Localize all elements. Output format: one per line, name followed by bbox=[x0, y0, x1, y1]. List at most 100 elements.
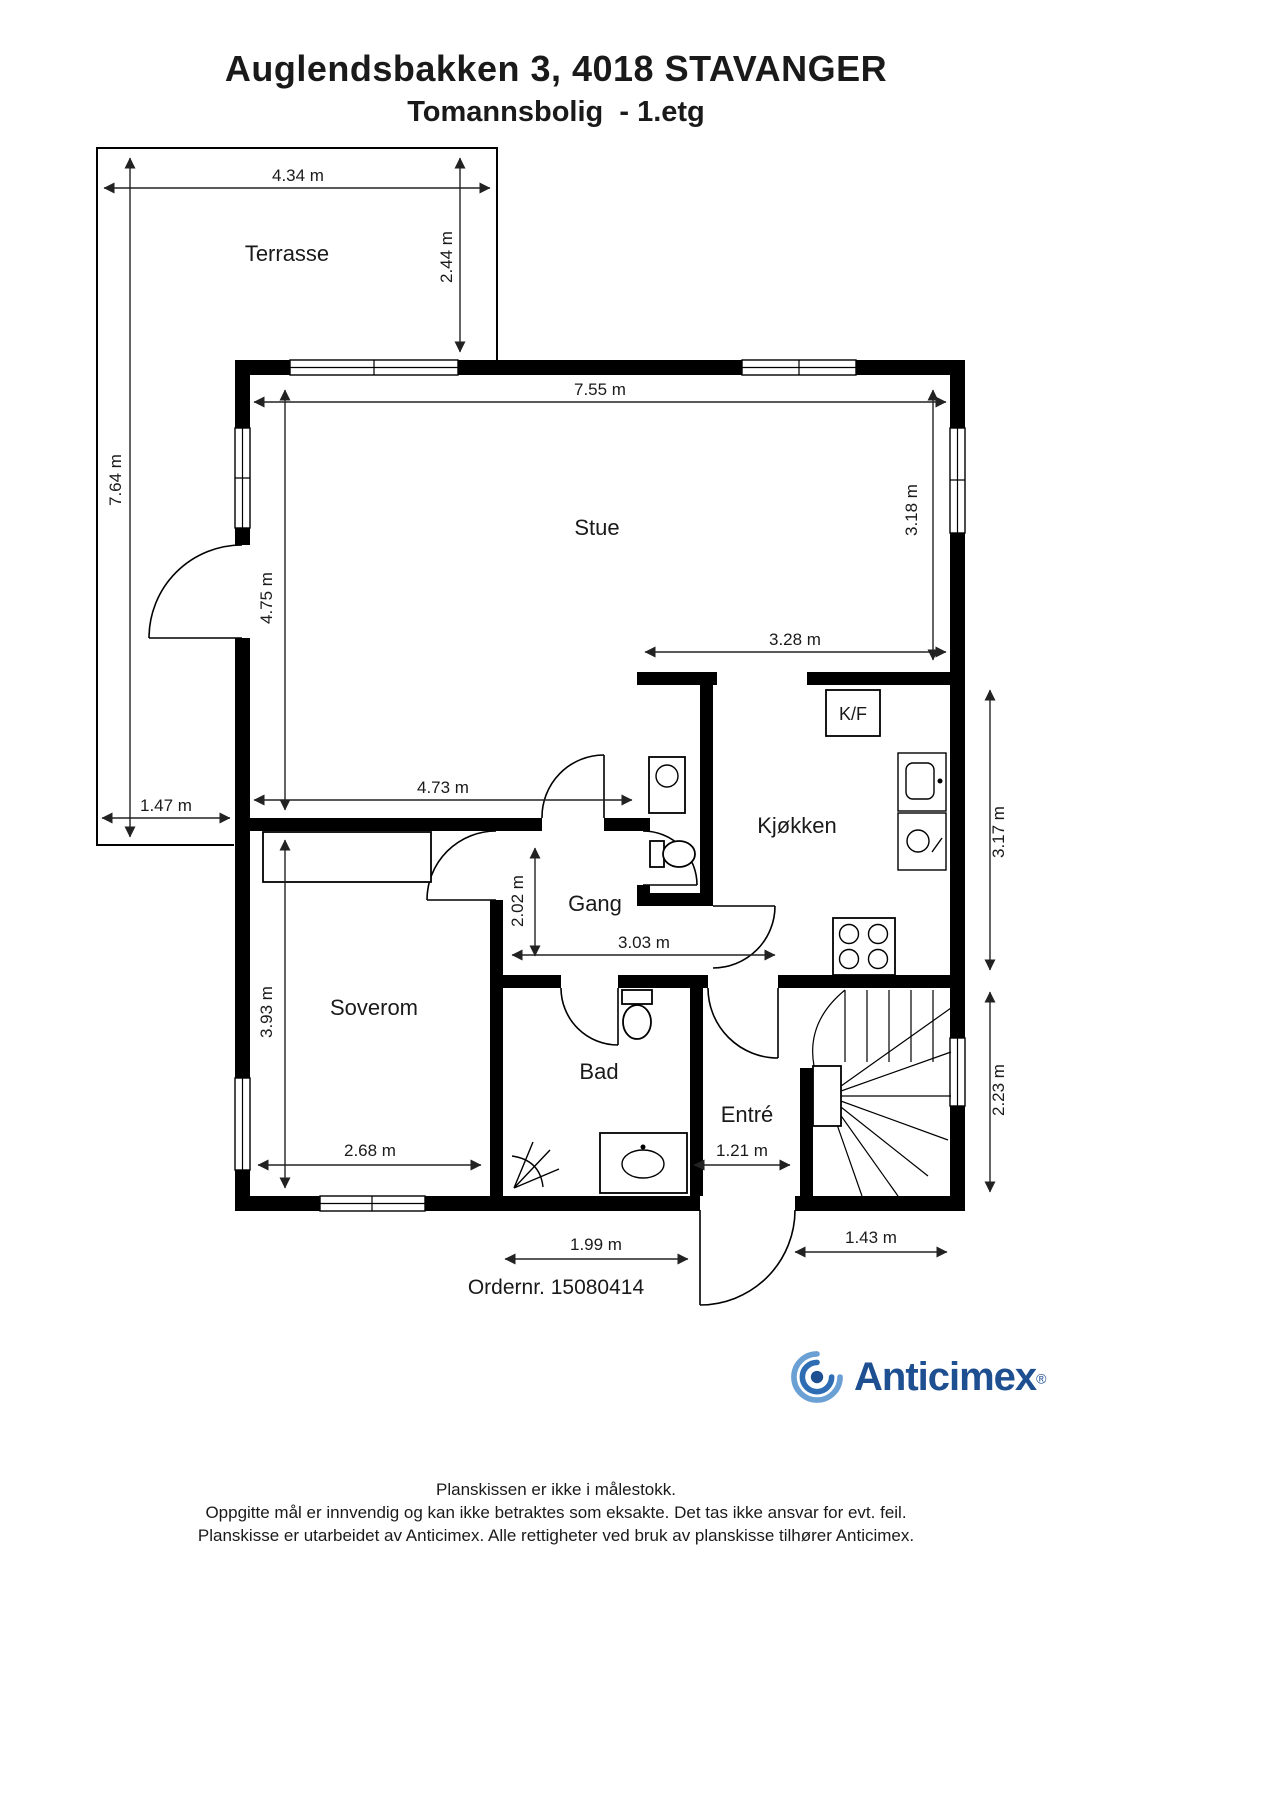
window-stue-top-right bbox=[741, 359, 857, 376]
stair-inner-curve bbox=[812, 989, 846, 1067]
unit-handle bbox=[931, 837, 943, 853]
window-glass-line bbox=[290, 360, 458, 375]
room-label-stue: Stue bbox=[574, 515, 619, 540]
page-title: Auglendsbakken 3, 4018 STAVANGER bbox=[224, 48, 888, 89]
soverom-door bbox=[426, 830, 497, 901]
dim-soverom-width: 2.68 m bbox=[344, 1141, 396, 1160]
stove-burner bbox=[867, 948, 889, 970]
window-soverom-bottom bbox=[319, 1195, 426, 1212]
fridge-freezer: K/F bbox=[825, 689, 881, 737]
dim-entre-width: 1.21 m bbox=[716, 1141, 768, 1160]
vanity-basin bbox=[621, 1149, 665, 1179]
window-stue-left bbox=[234, 427, 251, 529]
stair-newel-post bbox=[812, 1065, 842, 1127]
dimension-lines bbox=[101, 157, 996, 1265]
window-glass-line bbox=[950, 428, 965, 533]
room-label-soverom: Soverom bbox=[330, 995, 418, 1020]
toilet-tank bbox=[649, 840, 665, 868]
unit-counter bbox=[897, 812, 947, 871]
bathroom-vanity bbox=[599, 1132, 688, 1194]
window-stue-right bbox=[949, 427, 966, 534]
stair-treads-straight bbox=[844, 990, 934, 1062]
window-stairs-right bbox=[949, 1037, 966, 1107]
dim-stairs-right: 2.23 m bbox=[989, 1064, 1008, 1116]
logo-text-wrap: Anticimex® bbox=[854, 1355, 1047, 1400]
dim-terrace-side: 1.47 m bbox=[140, 796, 192, 815]
unit-basin bbox=[906, 829, 930, 853]
window-soverom-left bbox=[234, 1077, 251, 1171]
anticimex-logo: Anticimex® bbox=[790, 1350, 1047, 1404]
room-label-bad: Bad bbox=[579, 1059, 618, 1084]
stove-burner bbox=[867, 923, 889, 945]
swirl-outer-arc bbox=[791, 1351, 843, 1403]
swirl-center bbox=[810, 1370, 824, 1384]
stove-burner bbox=[838, 923, 860, 945]
vanity-counter bbox=[599, 1132, 688, 1194]
kitchen-unit bbox=[897, 812, 947, 871]
stove-burner bbox=[838, 948, 860, 970]
order-number: Ordernr. 15080414 bbox=[467, 1276, 645, 1299]
window-stue-top-left bbox=[289, 359, 459, 376]
page-subtitle: Tomannsbolig - 1.etg bbox=[407, 96, 705, 128]
dim-bad-width: 1.99 m bbox=[570, 1235, 622, 1254]
bad-toilet bbox=[621, 989, 653, 1040]
toilet-bowl bbox=[622, 1004, 652, 1040]
dim-kitchen-right: 3.17 m bbox=[989, 806, 1008, 858]
dim-stue-right: 3.18 m bbox=[902, 484, 921, 536]
swirl-inner-arc bbox=[799, 1359, 835, 1395]
title-block: Auglendsbakken 3, 4018 STAVANGER Tomanns… bbox=[0, 48, 1112, 129]
vanity-tap bbox=[640, 1144, 646, 1150]
dim-soverom-height: 3.93 m bbox=[257, 986, 276, 1038]
toilet-bowl bbox=[662, 840, 696, 868]
room-label-terrasse: Terrasse bbox=[245, 241, 329, 266]
kitchen-sink bbox=[897, 752, 947, 812]
fireplace-body bbox=[648, 756, 686, 814]
disclaimer-line-3: Planskisse er utarbeidet av Anticimex. A… bbox=[197, 1526, 915, 1545]
room-labels: Terrasse Stue Kjøkken Gang Soverom Bad E… bbox=[245, 241, 837, 1127]
dim-stue-bottom: 4.73 m bbox=[417, 778, 469, 797]
terrace-outline bbox=[96, 147, 498, 846]
dim-kitchen-top: 3.28 m bbox=[769, 630, 821, 649]
room-label-kjokken: Kjøkken bbox=[757, 813, 836, 838]
dimension-labels: 4.34 m 2.44 m 7.64 m 7.55 m 3.18 m 4.75 … bbox=[106, 166, 1008, 1254]
sink-counter bbox=[897, 752, 947, 812]
stue-gang-door bbox=[541, 754, 605, 819]
disclaimer-line-1: Planskissen er ikke i målestokk. bbox=[436, 1480, 676, 1499]
dim-stue-width: 7.55 m bbox=[574, 380, 626, 399]
logo-wordmark: Anticimex bbox=[854, 1354, 1037, 1399]
fridge-label: K/F bbox=[839, 704, 867, 724]
fireplace bbox=[648, 756, 686, 814]
entre-inner-door bbox=[707, 987, 779, 1059]
window-glass-line bbox=[235, 428, 250, 528]
fridge-box bbox=[825, 689, 881, 737]
wardrobe bbox=[262, 831, 432, 883]
dim-terrace-depth: 2.44 m bbox=[437, 231, 456, 283]
front-door bbox=[699, 1209, 796, 1306]
dim-terrace-width: 4.34 m bbox=[272, 166, 324, 185]
stair-treads-winders bbox=[826, 1007, 952, 1197]
room-label-entre: Entré bbox=[721, 1102, 774, 1127]
disclaimer-line-2: Oppgitte mål er innvendig og kan ikke be… bbox=[205, 1503, 907, 1522]
dim-left-total: 7.64 m bbox=[106, 454, 125, 506]
spiral-stairs bbox=[812, 989, 952, 1197]
wc-toilet bbox=[649, 840, 696, 868]
toilet-tank bbox=[621, 989, 653, 1005]
shower-icon bbox=[511, 1141, 560, 1189]
window-glass-line bbox=[320, 1196, 425, 1211]
sink-tap bbox=[937, 778, 943, 784]
disclaimer: Planskissen er ikke i målestokk. Oppgitt… bbox=[0, 1478, 1112, 1547]
window-glass-line bbox=[742, 360, 856, 375]
dim-stue-left: 4.75 m bbox=[257, 572, 276, 624]
dim-stairs-width: 1.43 m bbox=[845, 1228, 897, 1247]
dim-gang-width: 3.03 m bbox=[618, 933, 670, 952]
kitchen-gang-door bbox=[712, 905, 776, 969]
sink-basin bbox=[905, 762, 935, 800]
dim-gang-height: 2.02 m bbox=[508, 875, 527, 927]
room-label-gang: Gang bbox=[568, 891, 622, 916]
bad-door bbox=[560, 987, 619, 1046]
anticimex-swirl-icon bbox=[791, 1351, 843, 1403]
stove bbox=[832, 917, 896, 976]
shower-spray bbox=[513, 1141, 560, 1189]
shower-arc bbox=[511, 1155, 544, 1188]
